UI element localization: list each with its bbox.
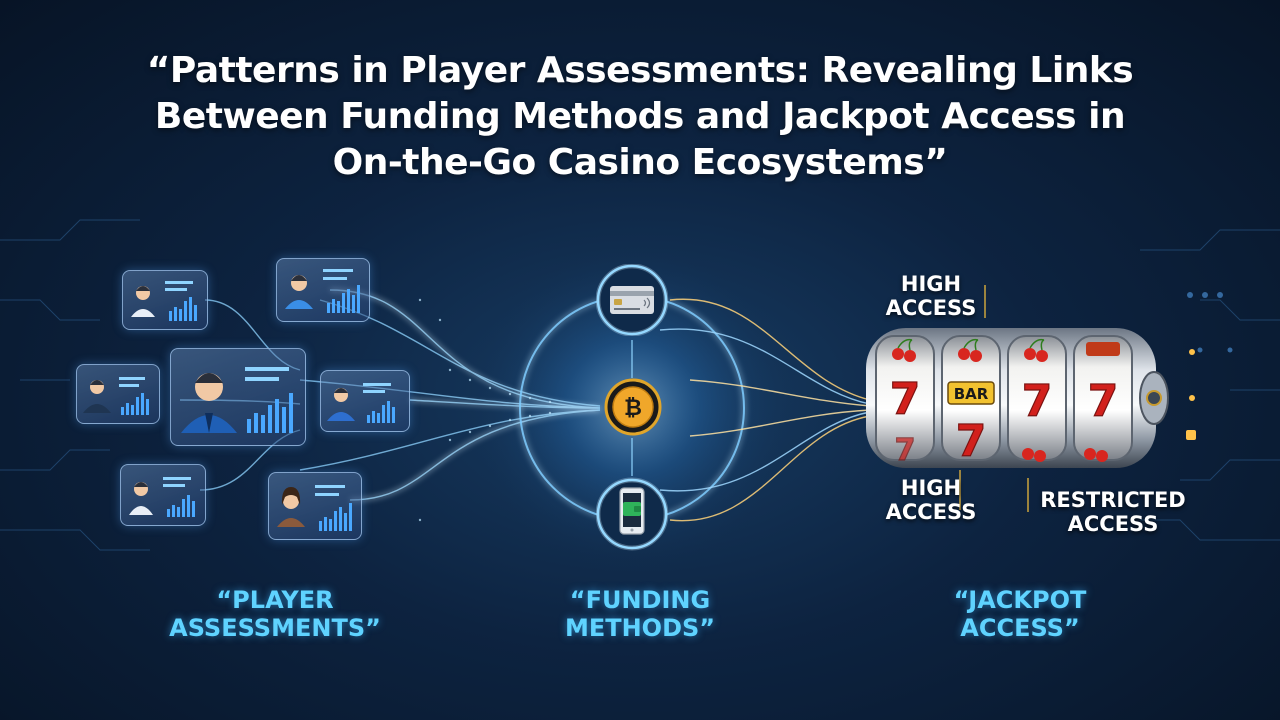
slot-machine: 7 7 7 7 7 BAR [866, 328, 1169, 469]
bar-symbol: BAR [954, 385, 989, 403]
seven-symbol: 7 [890, 374, 921, 425]
player-card [76, 364, 160, 424]
credit-card-icon [596, 264, 668, 336]
player-card [276, 258, 370, 322]
circuit-traces-left [0, 219, 150, 551]
player-card [122, 270, 208, 330]
seven-symbol: 7 [956, 416, 987, 467]
player-card [320, 370, 410, 432]
funding-methods-label: “FUNDING METHODS” [564, 586, 716, 642]
seven-symbol: 7 [1088, 376, 1119, 427]
jackpot-access-label: “JACKPOT ACCESS” [953, 586, 1087, 642]
bitcoin-icon: ₿ [604, 378, 662, 436]
seven-symbol: 7 [1022, 376, 1053, 427]
player-assessments-label: “PLAYER ASSESSMENTS” [169, 586, 381, 642]
player-card-featured [170, 348, 306, 446]
player-card [120, 464, 206, 526]
player-card [268, 472, 362, 540]
high-access-label-bottom: HIGH ACCESS [885, 476, 977, 524]
page-title: “Patterns in Player Assessments: Reveali… [0, 48, 1280, 186]
seven-symbol: 7 [895, 433, 916, 468]
high-access-label-top: HIGH ACCESS [885, 272, 977, 320]
restricted-access-label: RESTRICTED ACCESS [1040, 488, 1186, 536]
title-line-3: On-the-Go Casino Ecosystems” [332, 142, 948, 183]
avatar-icon [283, 493, 299, 509]
title-line-1: “Patterns in Player Assessments: Reveali… [146, 50, 1134, 91]
access-callout-lines [959, 285, 1029, 512]
circuit-traces-right [1140, 229, 1280, 541]
mobile-wallet-icon [596, 477, 668, 551]
title-line-2: Between Funding Methods and Jackpot Acce… [154, 96, 1126, 137]
cherry-icon [892, 348, 1048, 362]
svg-text:₿: ₿ [624, 396, 642, 421]
